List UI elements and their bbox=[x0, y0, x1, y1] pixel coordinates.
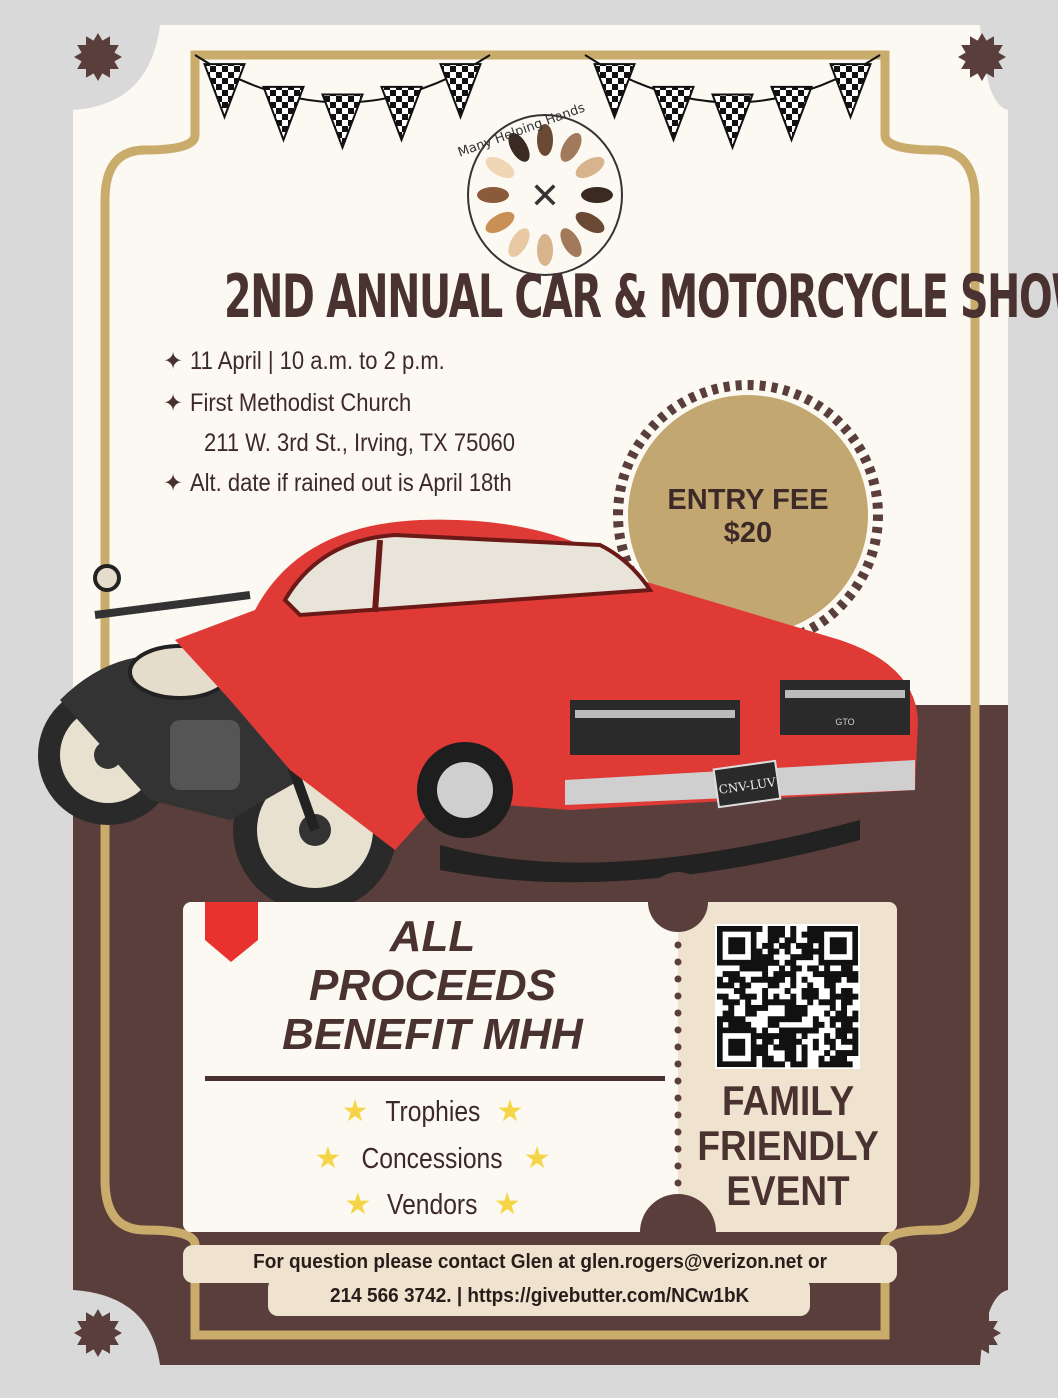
pennant-flag bbox=[770, 85, 813, 143]
star-icon: ★ bbox=[493, 1188, 521, 1221]
detail-rain-date: ✦ Alt. date if rained out is April 18th bbox=[163, 469, 556, 498]
hand-icon bbox=[477, 187, 509, 203]
many-helping-hands-logo: ✕ Many Helping Hands bbox=[456, 101, 623, 276]
perk-concessions: ★ Concessions ★ bbox=[205, 1141, 660, 1176]
pennant-flag bbox=[203, 63, 246, 120]
hand-icon bbox=[537, 124, 553, 156]
qr-code[interactable] bbox=[715, 924, 860, 1069]
red-ribbon bbox=[205, 902, 258, 962]
perk-text: Concessions bbox=[361, 1143, 504, 1175]
contact-text: 214 566 3742. | https://givebutter.com/N… bbox=[330, 1285, 750, 1307]
contact-box bbox=[183, 1245, 897, 1316]
hand-icon bbox=[581, 187, 613, 203]
contact-line-2: 214 566 3742. | https://givebutter.com/N… bbox=[183, 1285, 897, 1308]
hand-icon bbox=[560, 228, 582, 258]
hand-icon bbox=[508, 132, 530, 162]
family-friendly-text: FAMILY FRIENDLY EVENT bbox=[680, 1078, 896, 1213]
star-icon: ★ bbox=[344, 1188, 372, 1221]
hand-icon bbox=[485, 211, 515, 234]
divider bbox=[205, 1076, 665, 1081]
badge-star-icon bbox=[958, 33, 1006, 81]
checkered-bunting bbox=[194, 54, 881, 151]
detail-venue: ✦ First Methodist Church bbox=[163, 389, 442, 418]
pennant-flag bbox=[262, 85, 305, 143]
detail-text: Alt. date if rained out is April 18th bbox=[190, 469, 512, 497]
proceeds-line: ALL bbox=[389, 912, 476, 961]
hand-icon bbox=[575, 156, 605, 179]
hand-icon bbox=[560, 132, 582, 162]
pennant-flag bbox=[593, 63, 636, 120]
detail-text: 11 April | 10 a.m. to 2 p.m. bbox=[190, 347, 445, 375]
pennant-flag bbox=[711, 93, 754, 151]
gold-frame bbox=[100, 50, 980, 1340]
contact-text: For question please contact Glen at glen… bbox=[253, 1251, 827, 1273]
proceeds-line: PROCEEDS bbox=[309, 961, 556, 1010]
family-line: FRIENDLY bbox=[697, 1122, 879, 1169]
red-car-illustration: CNV-LUV GTO bbox=[175, 519, 918, 883]
pennant-flag bbox=[380, 85, 423, 143]
badge-star-icon bbox=[953, 1309, 1001, 1357]
badge-star-icon bbox=[74, 1309, 122, 1357]
detail-text: 211 W. 3rd St., Irving, TX 75060 bbox=[204, 429, 516, 457]
entry-fee-amount: $20 bbox=[723, 517, 773, 549]
detail-address: 211 W. 3rd St., Irving, TX 75060 bbox=[204, 429, 557, 458]
family-line: EVENT bbox=[726, 1167, 850, 1214]
family-line: FAMILY bbox=[721, 1077, 855, 1124]
entry-fee-text: ENTRY FEE$20 bbox=[626, 484, 870, 550]
corner-badges bbox=[74, 33, 1006, 1357]
cross-icon: ✕ bbox=[530, 175, 560, 216]
badge-star-icon bbox=[74, 33, 122, 81]
pennant-flag bbox=[439, 63, 482, 120]
pennant-flag bbox=[829, 63, 872, 120]
sparkle-icon: ✦ bbox=[163, 390, 184, 417]
hand-icon bbox=[485, 156, 515, 179]
sparkle-icon: ✦ bbox=[163, 470, 184, 497]
pennant-flag bbox=[321, 93, 364, 151]
star-icon: ★ bbox=[496, 1095, 524, 1128]
detail-text: First Methodist Church bbox=[190, 389, 412, 417]
star-icon: ★ bbox=[341, 1095, 369, 1128]
detail-date: ✦ 11 April | 10 a.m. to 2 p.m. bbox=[163, 347, 480, 376]
contact-line-1: For question please contact Glen at glen… bbox=[183, 1251, 897, 1274]
perk-vendors: ★ Vendors ★ bbox=[205, 1187, 660, 1222]
entry-fee-label: ENTRY FEE bbox=[667, 484, 829, 516]
perk-text: Trophies bbox=[384, 1096, 480, 1128]
page-title: 2ND ANNUAL CAR & MOTORCYCLE SHOW bbox=[0, 262, 1058, 332]
title-text: 2ND ANNUAL CAR & MOTORCYCLE SHOW bbox=[224, 262, 1058, 332]
pennant-flag bbox=[652, 85, 695, 143]
car-badge: GTO bbox=[835, 717, 854, 727]
star-icon: ★ bbox=[314, 1142, 342, 1175]
star-icon: ★ bbox=[523, 1142, 551, 1175]
sparkle-icon: ✦ bbox=[163, 348, 184, 375]
hand-icon bbox=[537, 234, 553, 266]
proceeds-line: BENEFIT MHH bbox=[282, 1010, 583, 1059]
proceeds-heading: ALL PROCEEDS BENEFIT MHH bbox=[205, 912, 660, 1059]
perk-text: Vendors bbox=[387, 1189, 478, 1221]
hand-icon bbox=[508, 228, 530, 258]
perk-trophies: ★ Trophies ★ bbox=[205, 1094, 660, 1129]
hand-icon bbox=[575, 211, 605, 234]
